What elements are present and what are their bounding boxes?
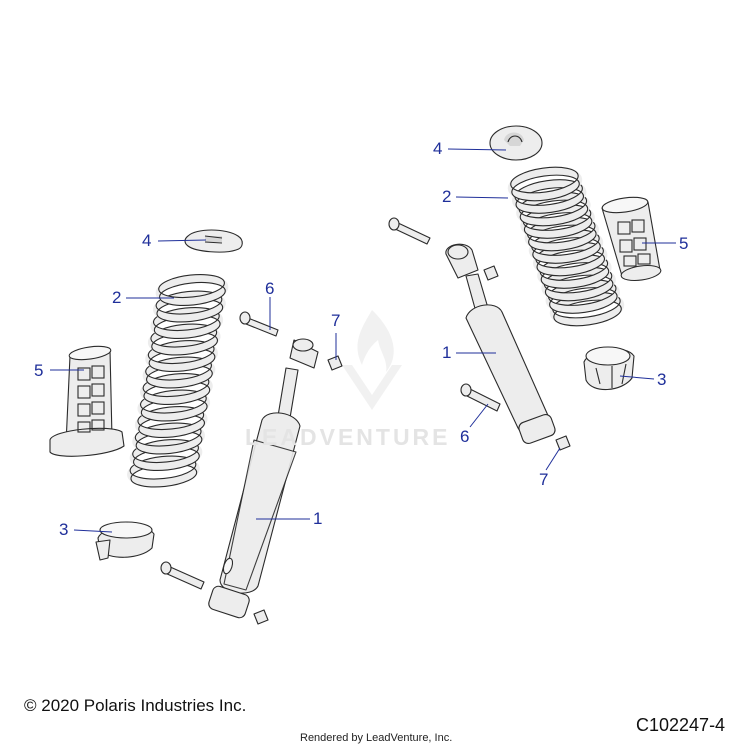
right-bump-stop (601, 196, 662, 282)
right-spring-retainer (489, 125, 543, 161)
left-spring-seat (95, 521, 155, 561)
callout-left-shock: 1 (313, 509, 323, 528)
leader-lines (50, 148, 676, 533)
callout-right-nut: 7 (539, 470, 549, 489)
callout-left-spring-retainer: 4 (142, 231, 152, 250)
right-lower-bolt (460, 383, 501, 412)
left-lower-bolt (160, 561, 205, 590)
callout-right-bump-stop: 5 (679, 234, 689, 253)
right-shock-absorber (445, 243, 556, 445)
callout-right-shock: 1 (442, 343, 452, 362)
left-upper-bolt (239, 311, 279, 337)
left-coil-spring (127, 274, 229, 488)
right-lower-nut (555, 435, 571, 451)
left-lower-nut (253, 609, 269, 625)
callout-right-spring-retainer: 4 (433, 139, 443, 158)
copyright-notice: © 2020 Polaris Industries Inc. (24, 696, 247, 715)
callout-left-bump-stop: 5 (34, 361, 44, 380)
left-shock-absorber (208, 338, 319, 619)
left-bump-stop (49, 345, 125, 457)
callout-left-spring-seat: 3 (59, 520, 69, 539)
diagram-code: C102247-4 (636, 715, 726, 735)
leadventure-flame-logo (342, 310, 402, 410)
callout-right-bolt: 6 (460, 427, 470, 446)
leadventure-watermark: LEADVENTURE (245, 424, 451, 450)
left-upper-nut (327, 355, 343, 371)
right-upper-bolt (388, 217, 431, 245)
callout-left-coil-spring: 2 (112, 288, 122, 307)
right-coil-spring (507, 166, 625, 327)
left-spring-retainer (184, 229, 243, 253)
callout-right-spring-seat: 3 (657, 370, 667, 389)
callout-right-coil-spring: 2 (442, 187, 452, 206)
right-spring-seat (583, 346, 635, 391)
rendered-by-credit: Rendered by LeadVenture, Inc. (300, 732, 453, 744)
right-upper-nut (483, 265, 499, 281)
callout-left-bolt: 6 (265, 279, 275, 298)
callout-left-nut: 7 (331, 311, 341, 330)
